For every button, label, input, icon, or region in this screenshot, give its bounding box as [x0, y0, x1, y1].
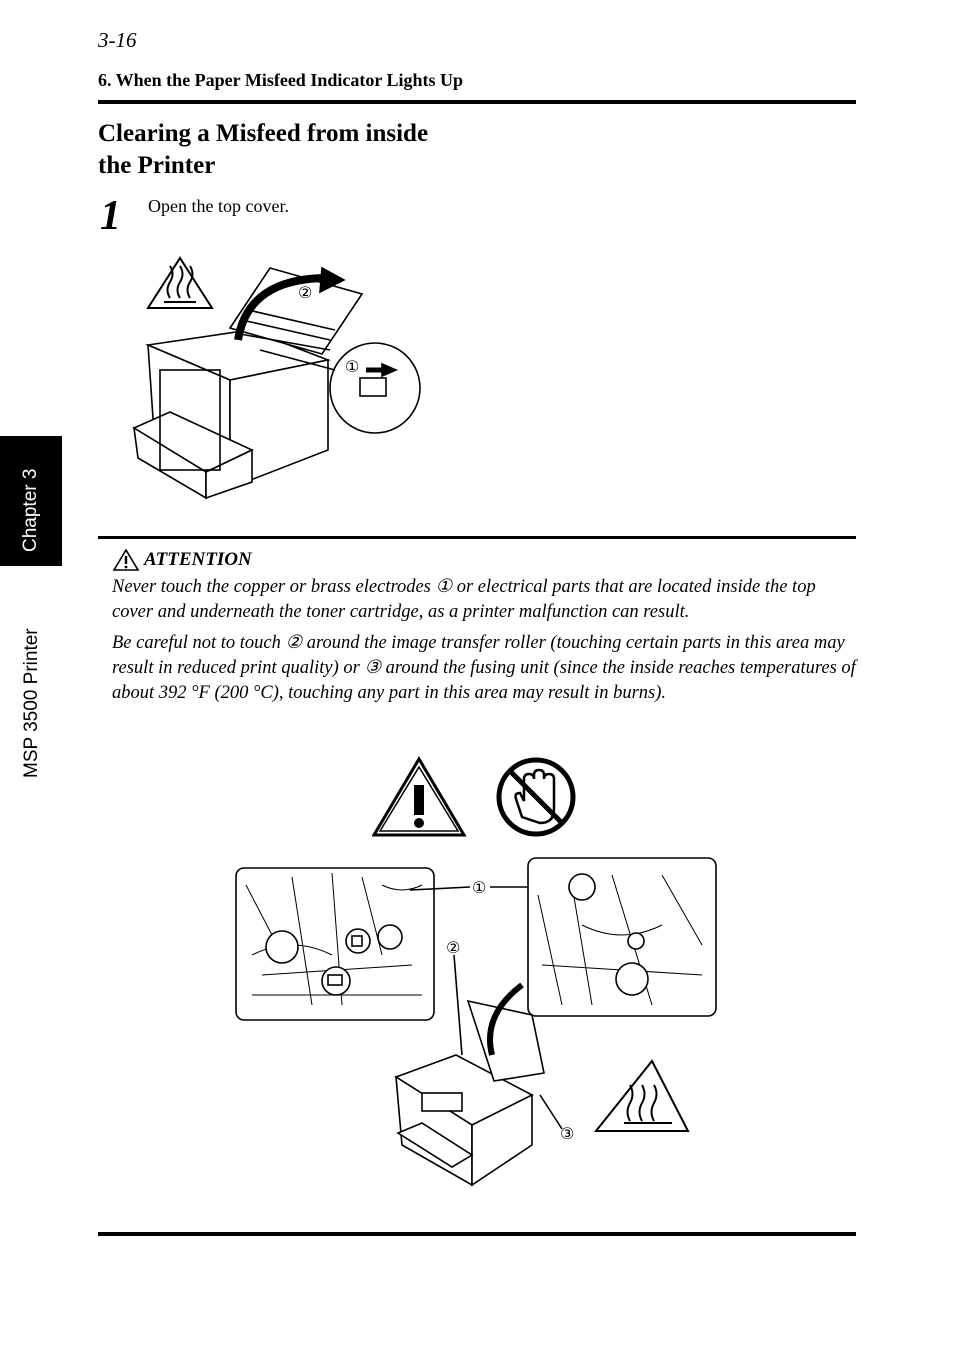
warning-icon: [372, 756, 467, 837]
section-title: 6. When the Paper Misfeed Indicator Ligh…: [98, 70, 464, 90]
hot-surface-icon: [593, 1059, 690, 1132]
heading-line-1: Clearing a Misfeed from inside: [98, 120, 429, 147]
header-rule: [98, 100, 856, 104]
warning-icon: [112, 548, 140, 571]
chapter-label: Chapter 3: [20, 468, 41, 552]
caution-icons: [372, 756, 576, 837]
step-text: Open the top cover.: [148, 196, 289, 216]
product-label: MSP 3500 Printer: [21, 628, 42, 778]
printer-drawing: [132, 266, 421, 500]
open-top-cover-illustration: ② ①: [132, 256, 421, 500]
chapter-tab: [0, 436, 62, 566]
attention-paragraph-2: Be careful not to touch ② around the ima…: [112, 633, 856, 703]
footer-rule: [98, 1232, 856, 1236]
step-number: 1: [100, 193, 121, 239]
page-number: 3-16: [98, 28, 137, 52]
figure2-callout-3: ③: [560, 1124, 574, 1143]
no-touch-icon: [496, 757, 576, 837]
figure1-callout-2: ②: [298, 283, 312, 302]
attention-title: ATTENTION: [112, 548, 252, 572]
page-heading: Clearing a Misfeed from inside the Print…: [98, 118, 518, 182]
figure2-callout-2: ②: [446, 938, 460, 957]
attention-rule: [98, 536, 856, 539]
printer-interior-illustration: ① ② ③: [235, 857, 717, 1187]
figure1-callout-1: ①: [345, 357, 359, 376]
attention-label: ATTENTION: [144, 549, 252, 570]
hot-surface-icon: [146, 256, 214, 309]
attention-paragraph-1: Never touch the copper or brass electrod…: [112, 577, 816, 622]
left-detail-inset: [235, 867, 435, 1021]
heading-line-2: the Printer: [98, 152, 216, 179]
figure2-callout-1: ①: [472, 878, 486, 897]
